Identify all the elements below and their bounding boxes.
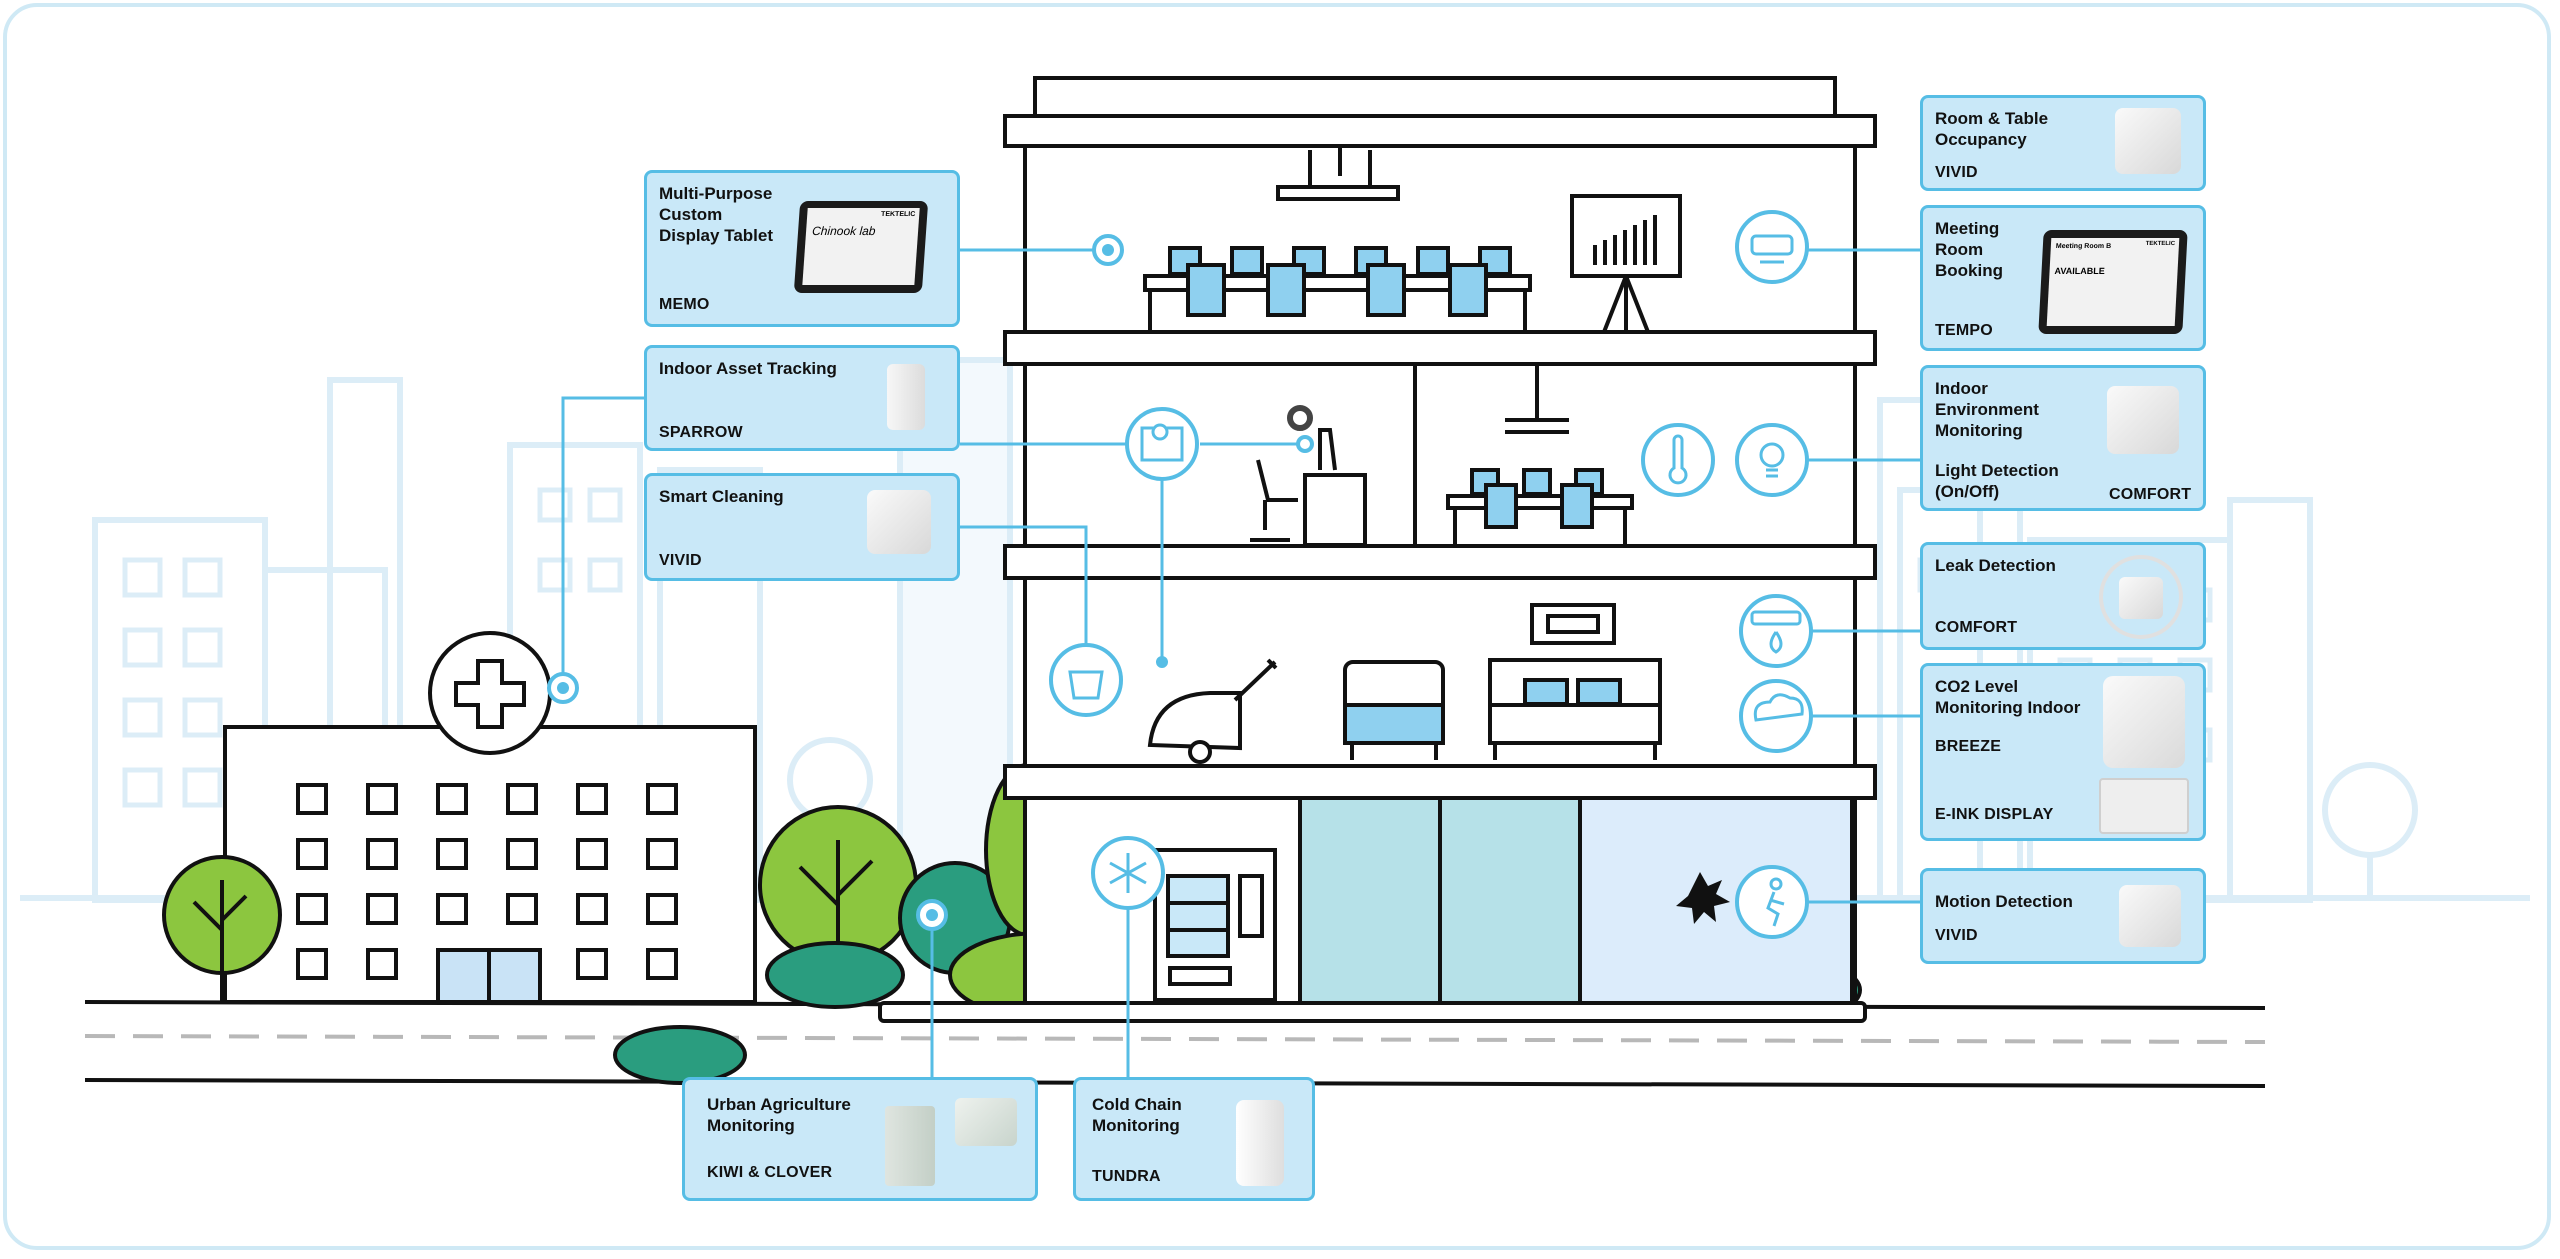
light-bulb-icon (1735, 423, 1809, 497)
card-occupancy[interactable]: Room & Table Occupancy VIVID (1920, 95, 2206, 191)
card-title: Motion Detection (1935, 892, 2073, 911)
hospital-window (506, 893, 538, 925)
card-memo[interactable]: Multi-Purpose Custom Display Tablet MEMO… (644, 170, 960, 327)
hospital-windows (296, 783, 678, 980)
product-name: BREEZE (1935, 738, 2002, 755)
card-title: Leak Detection (1935, 556, 2056, 575)
co2-cloud-icon (1739, 679, 1813, 753)
hospital-window (646, 893, 678, 925)
vending-machine (1153, 848, 1277, 1002)
tablet-brand: TEKTELIC (880, 211, 916, 218)
office-floor (1250, 364, 1634, 547)
product-name: VIVID (1935, 927, 1978, 944)
hotel-floor (1147, 603, 1662, 764)
hospital-building (223, 631, 757, 1004)
e-ink-display-device (2099, 778, 2189, 834)
map-location-icon (1125, 407, 1199, 481)
hospital-window (506, 838, 538, 870)
product-name: VIVID (1935, 164, 1978, 181)
product-name: MEMO (659, 296, 710, 313)
product-name: TEMPO (1935, 322, 1993, 339)
water-leak-icon (1739, 594, 1813, 668)
hospital-window (296, 893, 328, 925)
tablet-screen-title: Chinook lab (811, 224, 876, 238)
tempo-status: AVAILABLE (2054, 266, 2106, 276)
card-title: Multi-Purpose Custom Display Tablet (659, 184, 773, 245)
product-name-secondary: E-INK DISPLAY (1935, 806, 2054, 823)
breeze-device (2103, 676, 2185, 768)
connector-lines (561, 248, 1920, 1077)
comfort-device (2107, 386, 2179, 454)
card-title: Urban Agriculture Monitoring (707, 1095, 851, 1135)
hospital-window (366, 783, 398, 815)
product-name: TUNDRA (1092, 1168, 1161, 1185)
hospital-window (646, 838, 678, 870)
product-name: VIVID (659, 552, 702, 569)
running-person-icon (1735, 865, 1809, 939)
office-building (878, 76, 1877, 1023)
card-title: Smart Cleaning (659, 487, 784, 506)
hospital-window (576, 783, 608, 815)
thermometer-icon (1641, 423, 1715, 497)
card-title-secondary: Light Detection (On/Off) (1935, 461, 2059, 501)
product-name: KIWI & CLOVER (707, 1164, 833, 1181)
kiwi-device (885, 1106, 935, 1186)
conference-room (1143, 146, 1682, 333)
card-meeting[interactable]: Meeting Room Booking TEMPO TEKTELIC Meet… (1920, 205, 2206, 351)
card-environment[interactable]: Indoor Environment Monitoring Light Dete… (1920, 365, 2206, 511)
product-name: COMFORT (1935, 619, 2018, 636)
hospital-window (296, 948, 328, 980)
hospital-window (646, 783, 678, 815)
hospital-window (576, 838, 608, 870)
clover-device (955, 1098, 1017, 1146)
card-motion[interactable]: Motion Detection VIVID (1920, 868, 2206, 964)
tempo-room: Meeting Room B (2055, 243, 2112, 250)
sensor-nodes (547, 234, 1314, 931)
card-title: Indoor Environment Monitoring (1935, 379, 2039, 440)
medical-cross-icon (454, 659, 526, 729)
leak-device (2099, 555, 2183, 639)
hospital-window (646, 948, 678, 980)
hospital-window (436, 838, 468, 870)
product-name: SPARROW (659, 424, 743, 441)
hospital-window (576, 948, 608, 980)
vivid-device (2115, 108, 2181, 174)
card-co2[interactable]: CO2 Level Monitoring Indoor BREEZE E-INK… (1920, 663, 2206, 841)
card-title: Indoor Asset Tracking (659, 359, 837, 378)
hospital-window (296, 783, 328, 815)
card-title: Room & Table Occupancy (1935, 109, 2049, 149)
meeting-room-icon (1735, 210, 1809, 284)
hospital-window (296, 838, 328, 870)
tundra-device (1236, 1100, 1284, 1186)
product-name: COMFORT (2109, 486, 2192, 503)
tablet-device: TEKTELIC Chinook lab (793, 201, 929, 293)
card-title: CO2 Level Monitoring Indoor (1935, 677, 2081, 717)
vivid-device (867, 490, 931, 554)
hospital-window (436, 783, 468, 815)
card-title: Meeting Room Booking (1935, 219, 2003, 280)
cleaning-bucket-icon (1049, 643, 1123, 717)
hospital-window (366, 838, 398, 870)
hospital-window (506, 783, 538, 815)
card-title: Cold Chain Monitoring (1092, 1095, 1182, 1135)
motion-burst-icon (1676, 872, 1730, 924)
card-sparrow[interactable]: Indoor Asset Tracking SPARROW (644, 345, 960, 451)
hospital-window (576, 893, 608, 925)
hospital-window (436, 893, 468, 925)
vivid-device (2119, 885, 2181, 947)
hospital-window (366, 948, 398, 980)
tempo-device: TEKTELIC Meeting Room B AVAILABLE (2038, 230, 2188, 334)
sparrow-device (887, 364, 925, 430)
card-cold-chain[interactable]: Cold Chain Monitoring TUNDRA (1073, 1077, 1315, 1201)
card-leak[interactable]: Leak Detection COMFORT (1920, 542, 2206, 650)
card-cleaning[interactable]: Smart Cleaning VIVID (644, 473, 960, 581)
hospital-window (366, 893, 398, 925)
snowflake-icon (1091, 836, 1165, 910)
card-agriculture[interactable]: Urban Agriculture Monitoring KIWI & CLOV… (682, 1077, 1038, 1201)
tempo-brand: TEKTELIC (2145, 241, 2176, 247)
